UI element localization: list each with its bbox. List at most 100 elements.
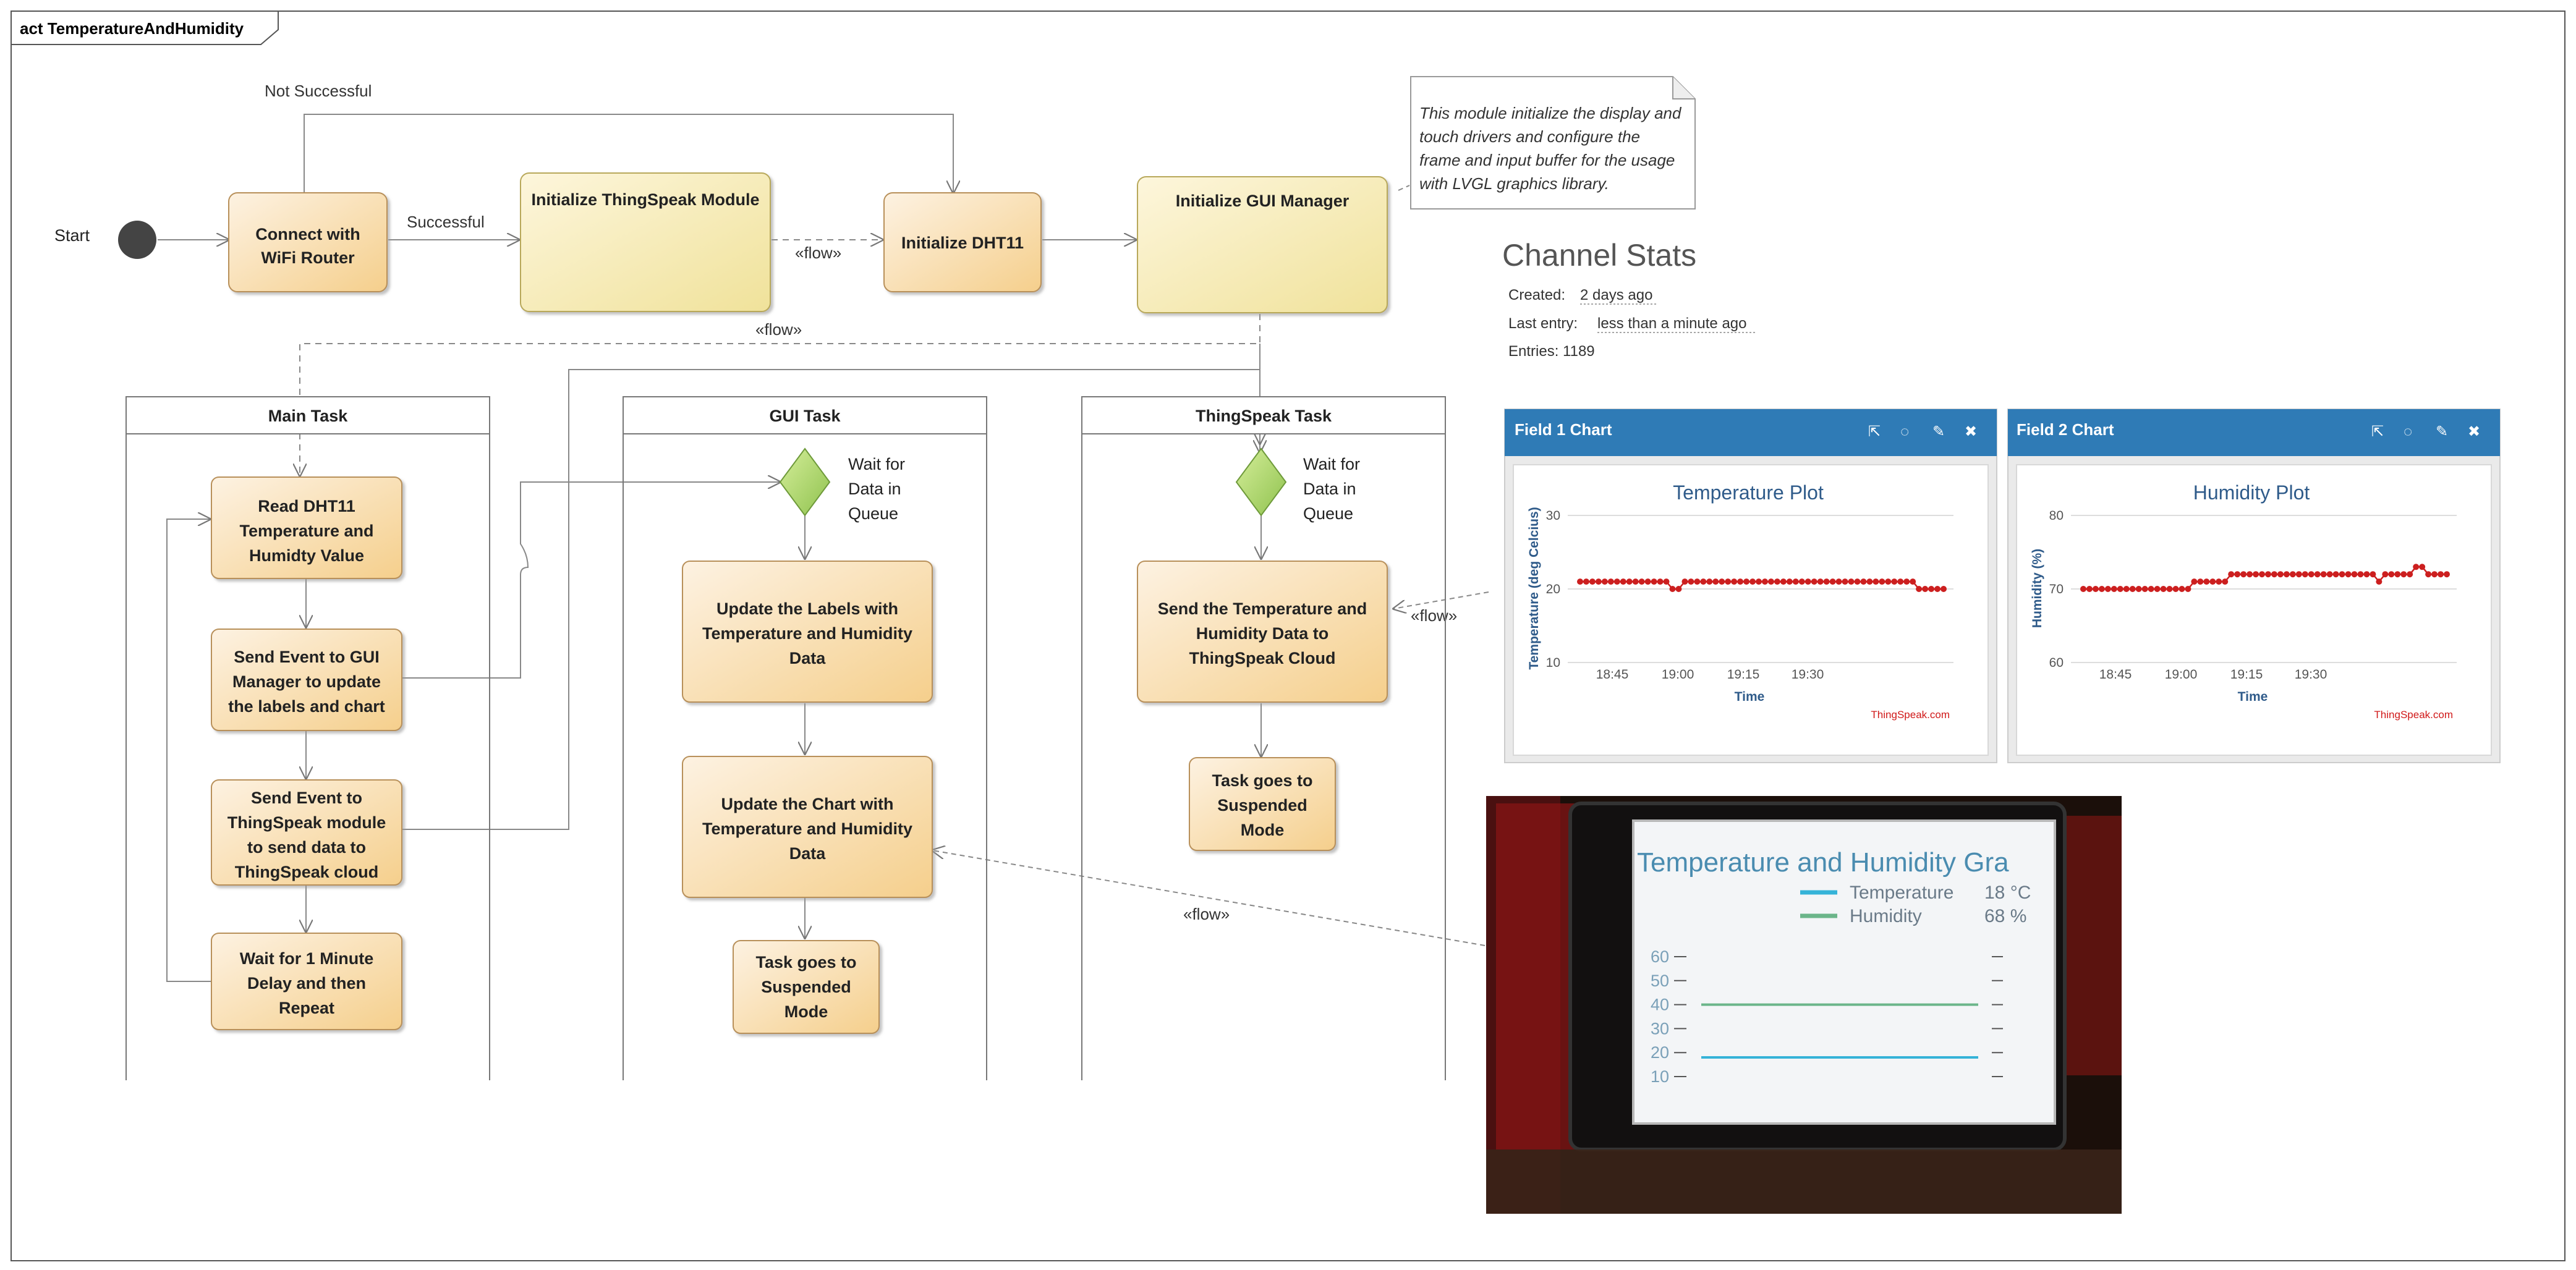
data-point: [2419, 564, 2426, 570]
data-point: [1786, 578, 1793, 585]
data-point: [1694, 578, 1701, 585]
action-label: Initialize ThingSpeak Module: [531, 190, 759, 209]
lane-title: Main Task: [268, 407, 349, 425]
data-point: [1681, 578, 1688, 585]
external-link-icon[interactable]: ⇱: [2371, 423, 2384, 440]
text-line: Initialize DHT11: [901, 234, 1024, 252]
data-point: [2339, 571, 2345, 578]
action-init-gui[interactable]: Initialize GUI Manager: [1137, 176, 1388, 313]
data-point: [1941, 586, 1947, 592]
data-point: [2345, 571, 2352, 578]
data-point: [1706, 578, 1713, 585]
pencil-icon[interactable]: ✎: [1932, 423, 1945, 440]
data-point: [2247, 571, 2253, 578]
text-line: ThingSpeak cloud: [235, 863, 379, 881]
edge-note-link: [1398, 185, 1410, 191]
data-point: [2431, 571, 2438, 578]
data-point: [2302, 571, 2308, 578]
data-point: [2289, 571, 2296, 578]
text-line: Suspended: [761, 978, 851, 996]
data-point: [2141, 586, 2148, 592]
last-entry-label: Last entry:: [1508, 315, 1578, 332]
edge-label-flow: «flow»: [795, 243, 841, 262]
edge-label-flow: «flow»: [1411, 606, 1457, 625]
lane-main: Main Task: [125, 396, 490, 1080]
text-line: Initialize GUI Manager: [1176, 192, 1350, 210]
card-header: [1505, 409, 1997, 456]
data-point: [1829, 578, 1836, 585]
data-point: [2320, 571, 2327, 578]
data-point: [1675, 586, 1682, 592]
data-point: [2203, 578, 2210, 585]
data-point: [2413, 564, 2420, 570]
edge-flow-device: [932, 850, 1486, 946]
lcd-title: Temperature and Humidity Gra: [1637, 847, 2009, 878]
action-init-dht11[interactable]: Initialize DHT11: [883, 192, 1042, 292]
card-title: Field 1 Chart: [1515, 420, 1612, 439]
data-point: [2098, 586, 2105, 592]
text-line: Mode: [784, 1002, 828, 1021]
data-point: [2388, 571, 2395, 578]
comment-icon[interactable]: ◌: [2404, 423, 2412, 440]
data-point: [2154, 586, 2161, 592]
text-line: Send Event to GUI: [234, 648, 380, 666]
data-point: [1817, 578, 1824, 585]
x-tick-label: 19:15: [1727, 667, 1760, 682]
lane-title: GUI Task: [769, 407, 841, 425]
text-line: Humidity Data to: [1196, 624, 1329, 643]
data-point: [1700, 578, 1707, 585]
data-point: [1792, 578, 1799, 585]
data-point: [1719, 578, 1725, 585]
text-line: Manager to update: [232, 672, 381, 691]
text-line: Temperature and: [239, 522, 373, 540]
data-point: [1725, 578, 1732, 585]
data-point: [2160, 586, 2167, 592]
data-point: [2407, 571, 2413, 578]
data-point: [2222, 578, 2229, 585]
data-point: [2191, 578, 2198, 585]
text-line: Connect with: [255, 225, 360, 243]
close-icon[interactable]: ✖: [2468, 423, 2480, 440]
edge-label-not-successful: Not Successful: [265, 82, 372, 100]
x-axis-label: Time: [2238, 690, 2268, 704]
data-point: [1804, 578, 1811, 585]
close-icon[interactable]: ✖: [1965, 423, 1977, 440]
external-link-icon[interactable]: ⇱: [1868, 423, 1881, 440]
action-init-thingspeak[interactable]: Initialize ThingSpeak Module: [520, 172, 771, 312]
lcd-legend-label: Temperature: [1850, 883, 1953, 903]
data-point: [1879, 578, 1885, 585]
data-point: [2283, 571, 2290, 578]
pencil-icon[interactable]: ✎: [2436, 423, 2448, 440]
last-entry-value: less than a minute ago: [1597, 315, 1747, 332]
data-point: [1756, 578, 1762, 585]
comment-icon[interactable]: ◌: [1900, 423, 1909, 440]
data-point: [1577, 578, 1583, 585]
data-point: [2234, 571, 2241, 578]
text-line: ThingSpeak module: [227, 813, 386, 832]
data-point: [1866, 578, 1873, 585]
data-point: [1848, 578, 1855, 585]
channel-stats-title: Channel Stats: [1502, 238, 1696, 273]
card-header: [2008, 409, 2500, 456]
data-point: [1854, 578, 1861, 585]
data-point: [2172, 586, 2179, 592]
data-point: [2277, 571, 2284, 578]
data-point: [2197, 578, 2204, 585]
